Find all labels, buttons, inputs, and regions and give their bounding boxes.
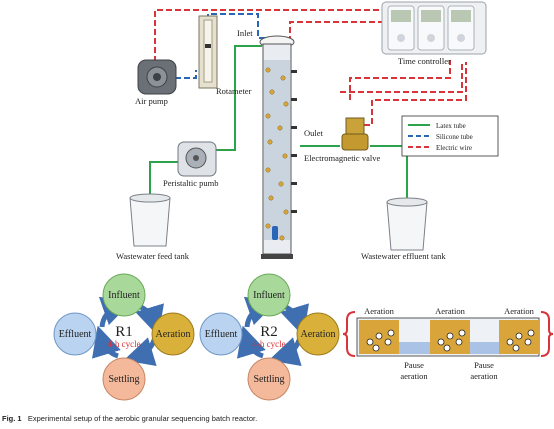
electromagnetic-valve [341, 117, 369, 151]
label-electromagnetic-valve: Electromagnetic valve [304, 153, 381, 163]
phase-aeration-r2 [296, 312, 340, 356]
cycle-diagrams: Influent Effluent Aeration Settling R1 4… [53, 273, 554, 401]
r1-cycle-label: 4-h cycle [107, 339, 140, 349]
phase-effluent-r1 [53, 312, 97, 356]
aeration-label-1: Aeration [364, 306, 394, 316]
phase-settling-r2 [247, 357, 291, 401]
legend-silicone: Silicone tube [436, 133, 473, 141]
r2-cycle-label: 4-h cycle [252, 339, 285, 349]
cycle-r1: Influent Effluent Aeration Settling R1 4… [53, 273, 195, 401]
label-air-pump: Air pump [135, 96, 168, 106]
legend-electric: Electric wire [436, 144, 472, 152]
phase-aeration-r1 [151, 312, 195, 356]
r1-effluent-text: Effluent [59, 329, 92, 340]
label-time-controller: Time controller [398, 56, 451, 66]
label-effluent-tank: Wastewater effluent tank [361, 251, 446, 261]
r2-settling-text: Settling [253, 374, 284, 385]
r1-settling-text: Settling [108, 374, 139, 385]
pause-label-1-line2: aeration [400, 371, 428, 381]
reactor-ports [291, 70, 297, 213]
aeration-label-2: Aeration [435, 306, 465, 316]
cycle-r2: Influent Effluent Aeration Settling R2 4… [199, 273, 340, 401]
caption-text: Experimental setup of the aerobic granul… [27, 414, 258, 423]
r1-reactor-label: R1 [115, 324, 133, 340]
rotameter [198, 15, 218, 89]
label-peristaltic-pump: Peristaltic pumb [163, 178, 219, 188]
wastewater-feed-tank [129, 193, 171, 247]
reactor-column [259, 35, 297, 259]
label-feed-tank: Wastewater feed tank [116, 251, 189, 261]
phase-influent-r2 [247, 273, 291, 317]
granules [265, 67, 289, 241]
r1-aeration-text: Aeration [156, 329, 191, 340]
pause-label-2-line1: Pause [474, 360, 494, 370]
r2-effluent-text: Effluent [205, 329, 238, 340]
setup-schematic: Latex tube Silicone tube Electric wire [129, 1, 499, 259]
legend-latex: Latex tube [436, 122, 466, 130]
r2-aeration-text: Aeration [301, 329, 336, 340]
pause-label-1-line1: Pause [404, 360, 424, 370]
phase-effluent-r2 [199, 312, 243, 356]
phase-influent-r1 [102, 273, 146, 317]
pause-label-2-line2: aeration [470, 371, 498, 381]
air-pump [137, 59, 177, 95]
label-inlet: Inlet [237, 28, 253, 38]
legend: Latex tube Silicone tube Electric wire [401, 115, 499, 157]
r1-influent-text: Influent [108, 290, 140, 301]
aeration-detail: Aeration Aeration Aeration Pause aeratio… [342, 306, 554, 381]
wastewater-effluent-tank [386, 197, 428, 251]
caption-prefix: Fig. 1 [2, 414, 22, 423]
peristaltic-pump [177, 141, 217, 177]
phase-settling-r1 [102, 357, 146, 401]
aeration-label-3: Aeration [504, 306, 534, 316]
r2-influent-text: Influent [253, 290, 285, 301]
time-controller [381, 1, 487, 55]
figure-caption: Fig. 1 Experimental setup of the aerobic… [2, 414, 257, 423]
r2-reactor-label: R2 [260, 324, 278, 340]
label-rotameter: Rotameter [216, 86, 252, 96]
label-outlet: Oulet [304, 128, 323, 138]
